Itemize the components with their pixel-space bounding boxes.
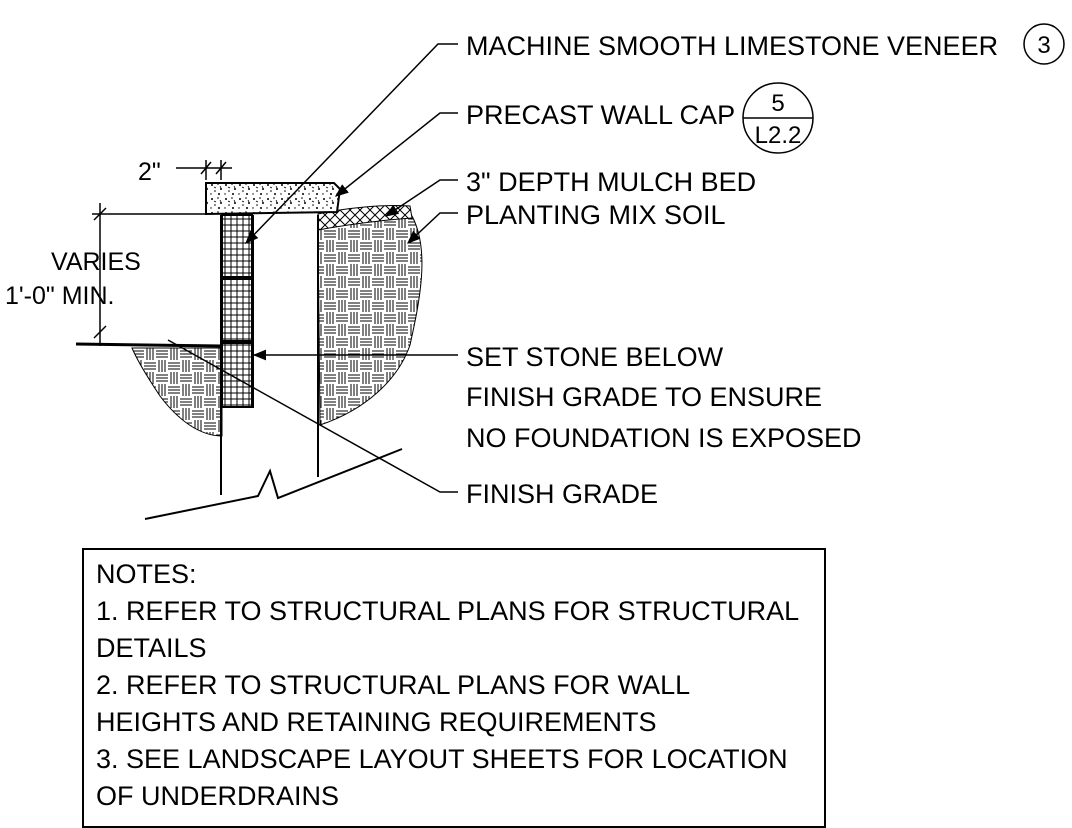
- dim-height-tick-top: [93, 207, 107, 221]
- note-line: OF UNDERDRAINS: [96, 781, 340, 811]
- set-stone-callout-line-2: FINISH GRADE TO ENSURE: [466, 382, 822, 412]
- set-stone-callout-line-1: SET STONE BELOW: [466, 342, 724, 372]
- wall-cap-sheet-number: L2.2: [755, 122, 802, 149]
- precast-wall-cap: [205, 182, 342, 216]
- soil-callout: PLANTING MIX SOIL: [466, 200, 726, 230]
- finish-grade-callout: FINISH GRADE: [466, 479, 658, 509]
- dim-height-label-2: 1'-0" MIN.: [5, 282, 115, 310]
- dim-offset-tick-2: [215, 161, 227, 175]
- veneer-block-top: [221, 214, 253, 278]
- notes-title: NOTES:: [96, 559, 197, 589]
- notes-box: NOTES: 1. REFER TO STRUCTURAL PLANS FOR …: [82, 548, 826, 828]
- mulch-leader: [384, 179, 458, 217]
- veneer-block-middle: [221, 278, 253, 342]
- dim-height-tick-bottom: [93, 325, 107, 339]
- veneer-ref-number: 3: [1037, 32, 1050, 59]
- dim-offset-tick-1: [200, 161, 212, 175]
- note-line: DETAILS: [96, 633, 207, 663]
- veneer-block-bottom: [221, 342, 253, 408]
- finish-grade-leader: [167, 339, 458, 493]
- veneer-ref-symbol: [1023, 23, 1065, 65]
- note-line: HEIGHTS AND RETAINING REQUIREMENTS: [96, 707, 657, 737]
- note-line: 2. REFER TO STRUCTURAL PLANS FOR WALL: [96, 670, 691, 700]
- note-line: 1. REFER TO STRUCTURAL PLANS FOR STRUCTU…: [96, 596, 800, 626]
- wall-cap-leader: [334, 112, 458, 197]
- wall-cap-callout: PRECAST WALL CAP: [466, 100, 735, 130]
- wall-cap-detail-number: 5: [771, 90, 784, 117]
- set-stone-callout-line-3: NO FOUNDATION IS EXPOSED: [466, 423, 862, 453]
- note-line: 3. SEE LANDSCAPE LAYOUT SHEETS FOR LOCAT…: [96, 744, 788, 774]
- planting-soil-hatch: [317, 215, 423, 426]
- finish-grade-line: [75, 342, 223, 348]
- break-line: [144, 448, 403, 520]
- dim-offset-label: 2": [138, 158, 161, 186]
- dim-height-label-1: VARIES: [51, 248, 141, 276]
- mulch-callout: 3" DEPTH MULCH BED: [466, 167, 756, 197]
- wall-section-detail: 2" VARIES 1'-0" MIN. MACHINE SMOOTH LIME…: [5, 23, 1065, 520]
- soil-leader: [407, 212, 458, 244]
- veneer-leader: [245, 43, 458, 244]
- veneer-callout: MACHINE SMOOTH LIMESTONE VENEER: [466, 31, 998, 61]
- grade-soil-hatch: [131, 347, 223, 437]
